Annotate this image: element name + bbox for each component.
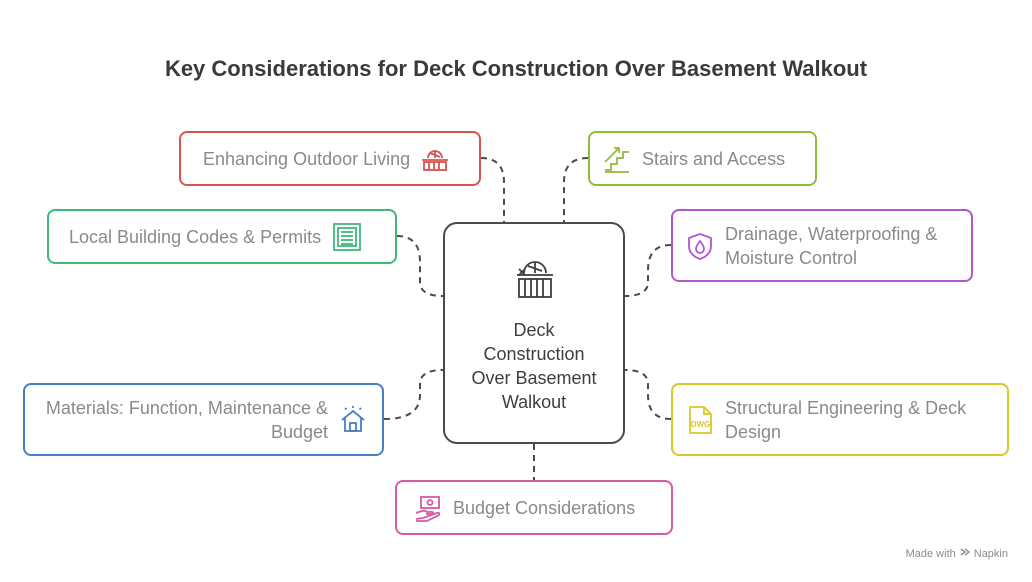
- node-local-building-codes: Local Building Codes & Permits: [47, 209, 397, 264]
- node-label: Local Building Codes & Permits: [69, 226, 322, 247]
- node-stairs-and-access: Stairs and Access: [588, 131, 817, 186]
- stairs-icon: [602, 144, 632, 174]
- node-label: Budget Considerations: [453, 497, 636, 518]
- node-drainage-waterproofing: Drainage, Waterproofing & Moisture Contr…: [671, 209, 973, 282]
- node-label: Materials: Function, Maintenance & Budge…: [45, 397, 328, 442]
- node-label: Drainage, Waterproofing & Moisture Contr…: [725, 223, 938, 268]
- node-enhancing-outdoor-living: Enhancing Outdoor Living: [179, 131, 481, 186]
- deck-icon: [509, 253, 559, 306]
- connector-stairs: [563, 157, 589, 222]
- connector-materials: [383, 369, 444, 420]
- connector-codes: [396, 235, 444, 297]
- diagram-title: Key Considerations for Deck Construction…: [164, 56, 868, 81]
- water-shield-icon: [685, 231, 715, 261]
- document-icon: [331, 221, 363, 253]
- deck-icon: [420, 144, 450, 174]
- node-structural-engineering: DWG Structural Engineering & Deck Design: [671, 383, 1009, 456]
- napkin-brand: Napkin: [973, 547, 1008, 560]
- made-with-napkin: Made with Napkin: [906, 547, 1008, 560]
- money-hand-icon: [413, 493, 443, 523]
- node-budget-considerations: Budget Considerations: [395, 480, 673, 535]
- node-materials: Materials: Function, Maintenance & Budge…: [23, 383, 384, 456]
- connector-enhancing: [480, 157, 505, 222]
- dwg-file-icon: DWG: [685, 404, 715, 436]
- napkin-logo-icon: [960, 547, 970, 560]
- svg-text:DWG: DWG: [691, 420, 711, 429]
- node-label: Stairs and Access: [642, 148, 786, 169]
- center-label: Deck Construction Over Basement Walkout: [471, 319, 597, 412]
- made-with-text: Made with: [905, 547, 956, 560]
- node-label: Structural Engineering & Deck Design: [725, 397, 967, 442]
- node-label: Enhancing Outdoor Living: [203, 148, 411, 169]
- connector-structural: [624, 369, 672, 420]
- connector-drainage: [624, 244, 672, 297]
- center-node: Deck Construction Over Basement Walkout: [443, 222, 625, 444]
- house-icon: [338, 405, 368, 435]
